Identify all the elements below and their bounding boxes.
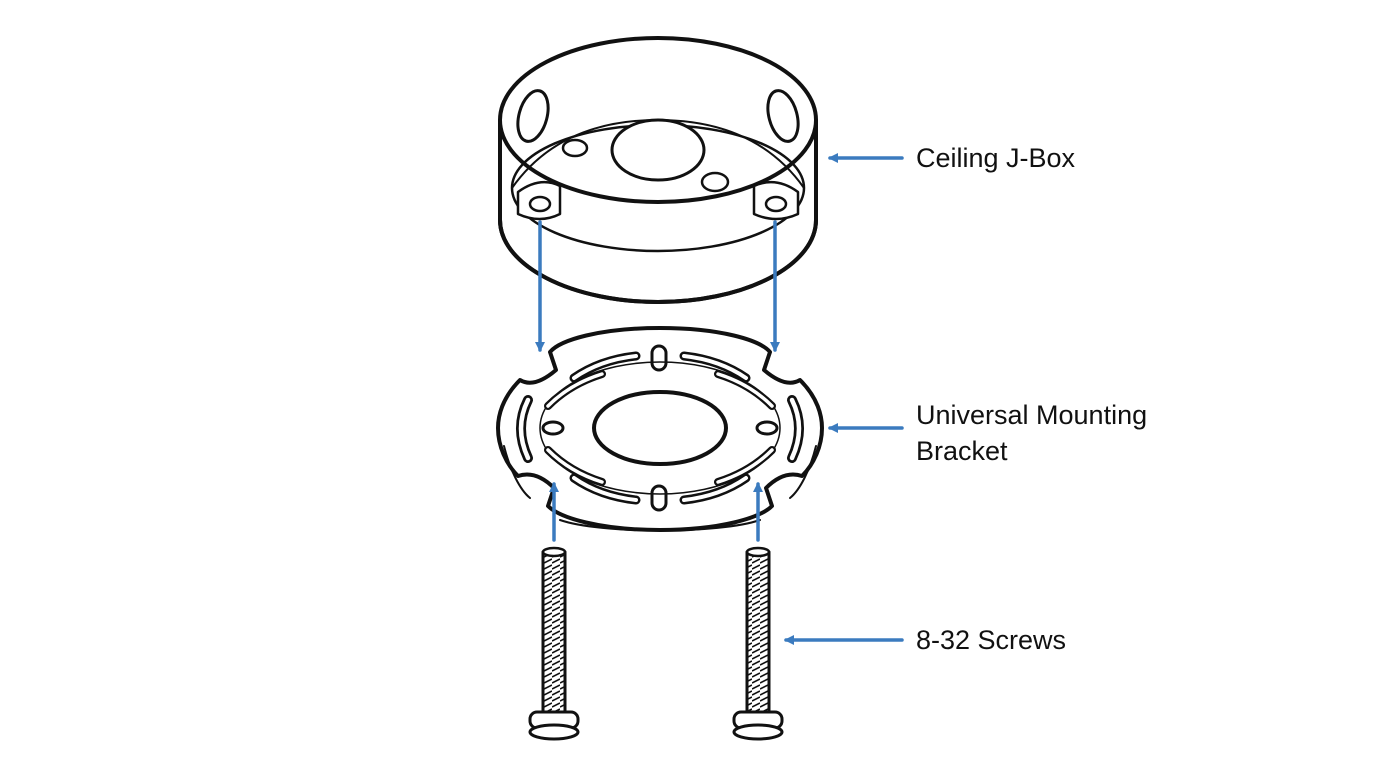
ceiling-jbox-illustration (498, 36, 818, 304)
label-mounting-bracket-line2: Bracket (916, 436, 1008, 466)
screw-left-illustration (528, 546, 580, 741)
mounting-bracket-illustration (496, 326, 824, 532)
label-mounting-bracket-line1: Universal Mounting (916, 400, 1148, 430)
screw-right-illustration (732, 546, 784, 741)
label-ceiling-jbox: Ceiling J-Box (916, 143, 1076, 173)
label-screws: 8-32 Screws (916, 625, 1067, 655)
label-mounting-bracket: Universal Mounting Bracket (916, 397, 1147, 469)
